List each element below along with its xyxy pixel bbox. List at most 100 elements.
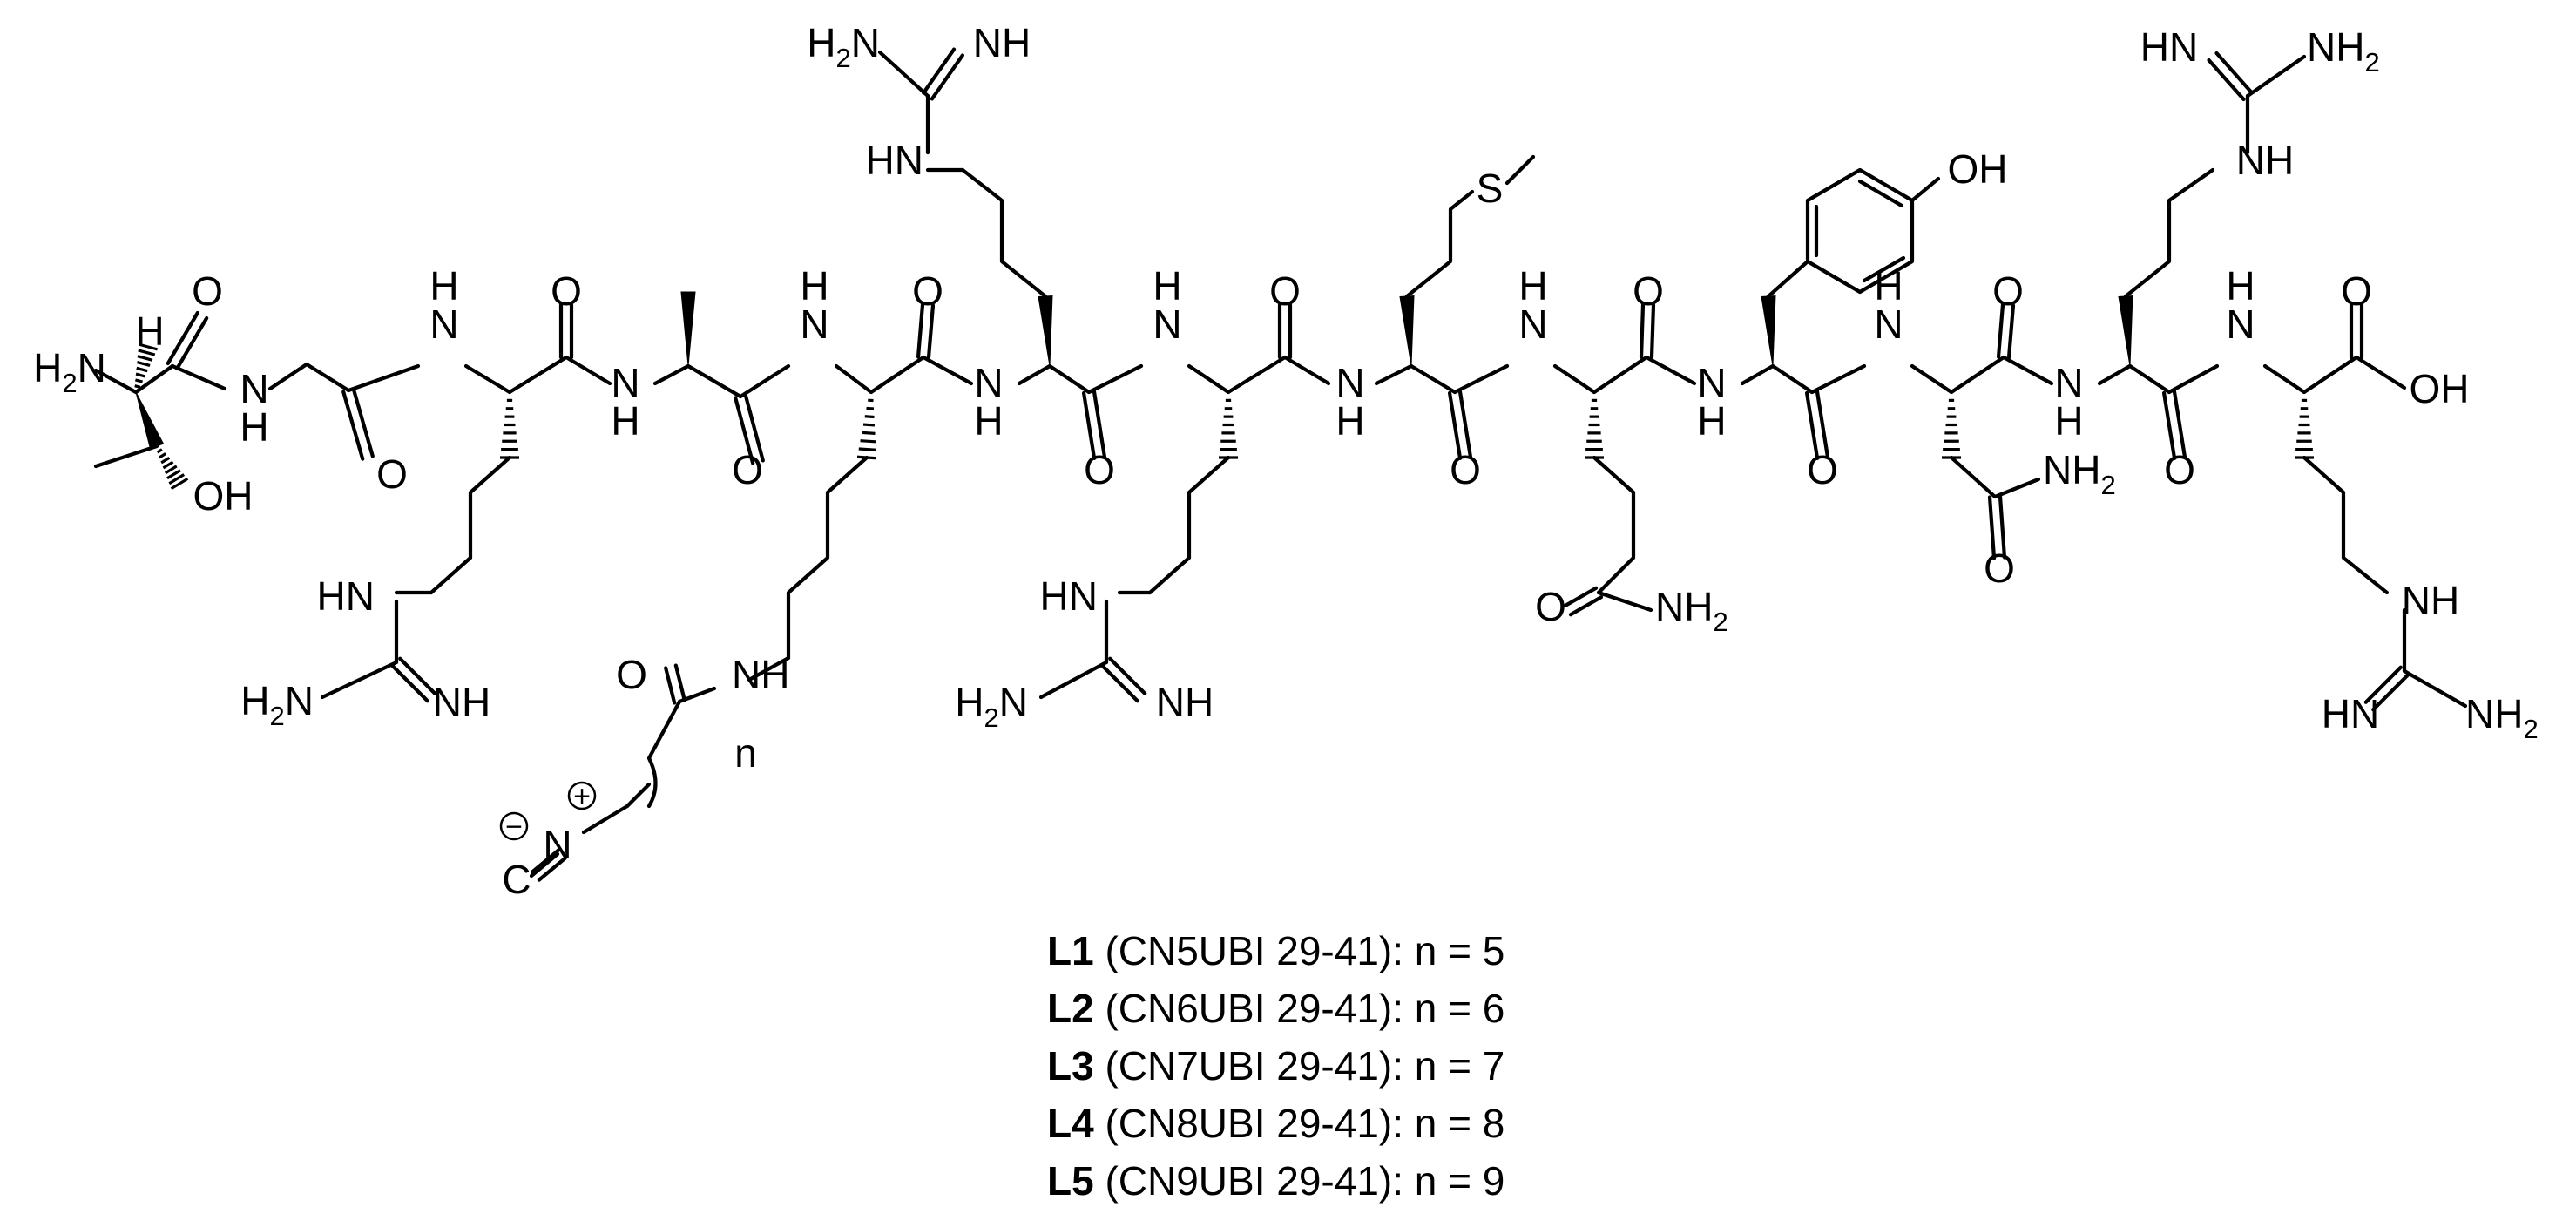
atom-label-nh3: N — [611, 360, 639, 405]
bond — [133, 363, 175, 395]
atom-label-h: H — [2054, 398, 2083, 444]
bond — [1108, 656, 1147, 695]
bond — [1766, 259, 1810, 299]
hash-bond — [135, 372, 145, 378]
atom-label-o-gln: O — [1535, 584, 1566, 629]
atom-label-o9: O — [1633, 268, 1664, 314]
bond — [2161, 390, 2177, 461]
atom-label-hn-arg2: HN — [866, 138, 923, 183]
bond — [652, 363, 691, 386]
atom-label-o5: O — [912, 268, 943, 314]
bond — [1409, 363, 1457, 395]
hash-bond — [134, 384, 141, 389]
bond — [429, 455, 512, 595]
hash-bond — [159, 452, 166, 459]
bond — [1862, 255, 1906, 283]
hash-bond — [134, 378, 144, 383]
bond — [1086, 363, 1144, 395]
atom-label-h2n-arg3: H2N — [955, 680, 1028, 733]
legend-id: L5 — [1047, 1158, 1094, 1204]
bond — [2371, 673, 2410, 712]
hash-bond — [160, 456, 171, 465]
hash-bond — [862, 431, 876, 435]
bond — [1081, 390, 1097, 461]
legend-text: (CN6UBI 29-41): n = 6 — [1093, 986, 1505, 1031]
legend-row-l5: L5 (CN9UBI 29-41): n = 9 — [1047, 1152, 1504, 1210]
bond — [1100, 664, 1139, 703]
bond — [1038, 660, 1109, 700]
bond — [2167, 363, 2220, 395]
atom-label-h: H — [800, 263, 828, 309]
bond — [1949, 355, 2006, 395]
bonds — [93, 47, 2468, 882]
atom-label-h1: H — [135, 309, 164, 354]
bond — [398, 656, 437, 695]
hash-bond — [137, 355, 153, 362]
hash-bond — [166, 469, 181, 480]
bond — [1649, 303, 1656, 360]
charge-minus: − — [499, 810, 529, 844]
atom-label-nh-arg3: NH — [1156, 680, 1214, 725]
bond — [2262, 363, 2307, 395]
bond — [529, 851, 560, 878]
bond — [1639, 302, 1646, 359]
bond — [2006, 303, 2016, 360]
bond — [537, 856, 567, 882]
atom-label-nh4: N — [800, 302, 828, 347]
hash-bond — [156, 448, 163, 454]
bond — [2172, 389, 2187, 459]
bond — [93, 368, 139, 395]
bond — [1815, 389, 1830, 459]
atom-label-h2n-arg1: H2N — [240, 678, 314, 731]
charge-plus: + — [567, 780, 597, 813]
bond — [1592, 455, 1636, 595]
atom-label-h: H — [1335, 398, 1364, 444]
hash-bond — [168, 473, 186, 485]
atom-label-h: H — [429, 263, 458, 309]
atom-label-nh1: N — [240, 366, 268, 411]
bond — [2207, 58, 2246, 102]
hash-bond — [136, 360, 151, 368]
bond — [1457, 389, 1473, 459]
bond — [1596, 590, 1653, 613]
hash-bond — [138, 342, 159, 351]
bond — [2245, 54, 2307, 98]
bond — [1996, 302, 2005, 359]
bond — [351, 387, 375, 458]
atom-label-h: H — [1874, 263, 1903, 309]
bond — [2127, 363, 2172, 395]
atom-label-nh10: N — [1874, 302, 1903, 347]
legend-id: L3 — [1047, 1043, 1094, 1089]
bond — [1563, 586, 1599, 607]
bond — [834, 363, 874, 395]
bond — [170, 363, 227, 391]
bond — [1910, 176, 1941, 203]
atom-label-h: H — [2226, 263, 2255, 309]
bond — [916, 302, 925, 359]
legend-text: (CN8UBI 29-41): n = 8 — [1093, 1101, 1505, 1146]
compound-legend: L1 (CN5UBI 29-41): n = 5 L2 (CN6UBI 29-4… — [1047, 922, 1504, 1210]
bond — [1282, 355, 1331, 386]
atom-label-nh8: N — [1518, 302, 1547, 347]
bond — [1092, 389, 1107, 459]
bond — [747, 655, 791, 682]
bond — [2363, 665, 2403, 704]
bond — [2402, 668, 2468, 709]
wedge-bond — [1761, 295, 1776, 367]
bond — [1949, 455, 1998, 499]
atom-label-nh9: N — [1697, 360, 1726, 405]
bond — [2354, 355, 2407, 390]
atom-label-nh2-gln: NH2 — [1655, 584, 1728, 637]
atom-label-o3: O — [551, 268, 582, 314]
atom-label-nh-lys: NH — [732, 652, 789, 697]
bond — [1147, 455, 1231, 595]
hash-bond — [136, 366, 148, 373]
bond — [664, 666, 677, 705]
bond — [1740, 363, 1775, 386]
atom-label-oh-cooh: OH — [2410, 366, 2470, 411]
legend-id: L1 — [1047, 928, 1094, 973]
atom-label-nh5: N — [974, 360, 1003, 405]
legend-id: L2 — [1047, 986, 1094, 1031]
bond — [1374, 363, 1414, 386]
